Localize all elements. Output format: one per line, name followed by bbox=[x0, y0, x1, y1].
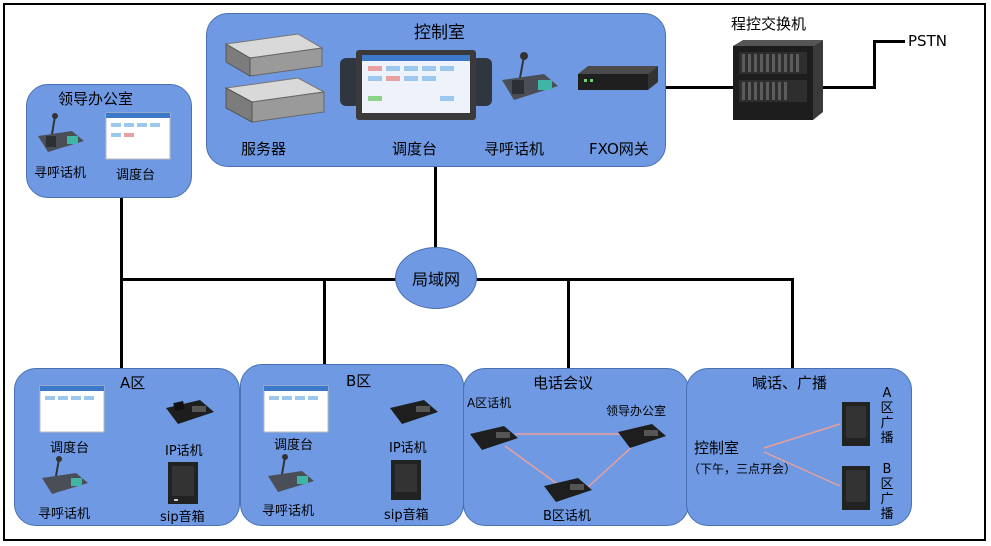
zone-b-ip-phone-icon bbox=[390, 400, 438, 424]
zone-b-dispatch-icon bbox=[263, 385, 329, 433]
fxo-gateway-icon bbox=[578, 66, 658, 90]
broadcast-links bbox=[763, 423, 841, 487]
zone-b-sip-speaker-label: sip音箱 bbox=[384, 508, 429, 523]
zone-a-ip-phone-label: IP话机 bbox=[165, 444, 203, 459]
conference-links bbox=[504, 433, 636, 489]
wire-pstn-v bbox=[873, 40, 876, 89]
zone-b-paging-phone-label: 寻呼话机 bbox=[262, 504, 315, 519]
dispatch-label: 调度台 bbox=[392, 140, 438, 158]
broadcast-a-speaker-icon bbox=[842, 402, 870, 446]
server-label: 服务器 bbox=[241, 140, 287, 158]
conference-b-phone-icon bbox=[544, 478, 592, 502]
wire-zone-b bbox=[323, 278, 326, 364]
control-room-title: 控制室 bbox=[414, 23, 465, 43]
zone-a-title: A区 bbox=[120, 374, 146, 392]
zone-a-dispatch-label: 调度台 bbox=[50, 441, 90, 456]
conference-leader-label: 领导办公室 bbox=[606, 404, 667, 418]
wire-conference bbox=[567, 278, 570, 369]
conference-a-phone-label: A区话机 bbox=[467, 396, 512, 410]
zone-a-paging-phone-icon bbox=[42, 456, 88, 494]
lan-node: 局域网 bbox=[395, 247, 477, 309]
conference-title: 电话会议 bbox=[533, 374, 594, 392]
wire-leader-vertical bbox=[120, 198, 123, 370]
conference-a-phone-icon bbox=[470, 426, 518, 450]
conference-b-phone-label: B区话机 bbox=[543, 509, 591, 524]
zone-b-ip-phone-label: IP话机 bbox=[389, 441, 427, 456]
paging-phone-icon bbox=[502, 52, 558, 100]
leader-dispatch-label: 调度台 bbox=[116, 168, 156, 183]
zone-a-dispatch-icon bbox=[39, 385, 105, 433]
pbx-title: 程控交换机 bbox=[731, 15, 807, 33]
pstn-label: PSTN bbox=[908, 32, 947, 50]
wire-fxo-pbx bbox=[662, 86, 734, 89]
conference-leader-phone-icon bbox=[618, 424, 666, 448]
zone-a-sip-speaker-icon bbox=[168, 462, 198, 504]
zone-b-dispatch-label: 调度台 bbox=[274, 438, 314, 453]
fxo-label: FXO网关 bbox=[589, 140, 649, 158]
zone-a-sip-speaker-label: sip音箱 bbox=[160, 510, 205, 525]
broadcast-a-speaker-label: A区广播 bbox=[880, 386, 894, 446]
paging-phone-label: 寻呼话机 bbox=[484, 140, 545, 158]
leader-paging-phone-label: 寻呼话机 bbox=[34, 166, 87, 181]
leader-dispatch-icon bbox=[105, 112, 171, 160]
dispatch-console-icon bbox=[340, 50, 492, 120]
broadcast-b-speaker-label: B区广播 bbox=[880, 462, 894, 522]
zone-a-paging-phone-label: 寻呼话机 bbox=[38, 507, 91, 522]
diagram-frame bbox=[3, 3, 986, 541]
server-icon bbox=[224, 33, 326, 123]
wire-pstn-h2 bbox=[873, 40, 905, 43]
zone-b-paging-phone-icon bbox=[268, 454, 314, 492]
zone-b-title: B区 bbox=[346, 372, 372, 390]
broadcast-b-speaker-icon bbox=[842, 466, 870, 510]
pbx-cabinet-icon bbox=[733, 40, 823, 120]
wire-control-vertical bbox=[434, 166, 437, 249]
broadcast-title: 喊话、广播 bbox=[752, 374, 828, 392]
conference-box bbox=[463, 368, 689, 526]
zone-b-sip-speaker-icon bbox=[391, 460, 421, 500]
broadcast-control-room-label: 控制室 bbox=[694, 439, 740, 457]
wire-broadcast bbox=[791, 278, 794, 369]
broadcast-box bbox=[686, 368, 912, 526]
zone-a-ip-phone-icon bbox=[166, 400, 214, 424]
broadcast-note: （下午，三点开会） bbox=[688, 462, 797, 476]
leader-paging-phone-icon bbox=[38, 113, 84, 152]
leader-office-title: 领导办公室 bbox=[58, 90, 134, 108]
wire-pstn-h1 bbox=[820, 86, 876, 89]
